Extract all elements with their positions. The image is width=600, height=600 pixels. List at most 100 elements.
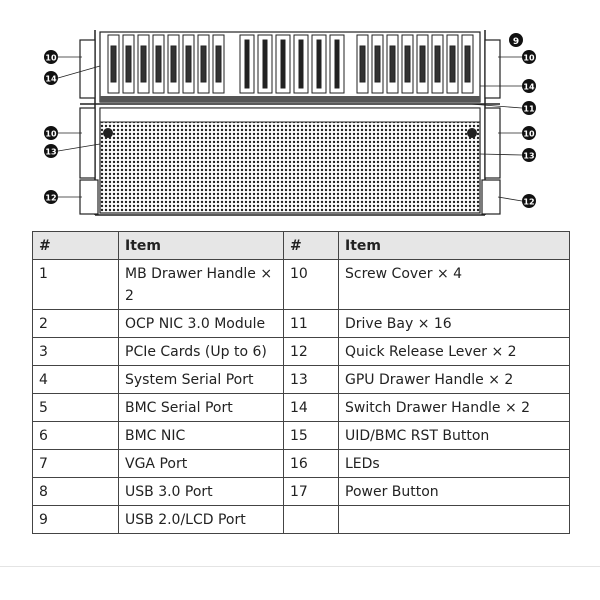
- drive-bay-vent: [200, 45, 207, 83]
- cell-number: 16: [283, 449, 339, 478]
- cell-item: Drive Bay × 16: [338, 309, 570, 338]
- callout-badge: 10: [522, 126, 536, 140]
- drive-bay-vent: [434, 45, 441, 83]
- drive-bay-vent: [140, 45, 147, 83]
- cell-number: 4: [32, 365, 119, 394]
- cell-number: 17: [283, 477, 339, 506]
- callout-badge: 9: [509, 33, 523, 47]
- drive-bays-left: [107, 34, 225, 94]
- pcie-bracket: [280, 39, 286, 89]
- drive-bay-vent: [359, 45, 366, 83]
- callouts: 9 10 10 10 10 14 14 11 13 13 12 12: [44, 33, 536, 208]
- drive-bay-vent: [110, 45, 117, 83]
- table-header-row: # Item # Item: [32, 231, 570, 260]
- svg-text:14: 14: [45, 75, 57, 84]
- callout-badge: 10: [44, 50, 58, 64]
- svg-text:12: 12: [45, 194, 56, 203]
- cell-number: 7: [32, 449, 119, 478]
- cell-item: USB 3.0 Port: [118, 477, 284, 506]
- table-row: 6 BMC NIC 15 UID/BMC RST Button: [32, 421, 570, 450]
- cell-item: UID/BMC RST Button: [338, 421, 570, 450]
- header-item: Item: [338, 231, 570, 260]
- table-row: 7 VGA Port 16 LEDs: [32, 449, 570, 478]
- pcie-bracket: [334, 39, 340, 89]
- cell-item: LEDs: [338, 449, 570, 478]
- cell-item: VGA Port: [118, 449, 284, 478]
- cell-item: Power Button: [338, 477, 570, 506]
- cell-number: 8: [32, 477, 119, 506]
- switch-drawer: [99, 31, 481, 103]
- screw-cover-left: [103, 128, 113, 138]
- component-table: # Item # Item 1 MB Drawer Handle × 2 10 …: [32, 231, 570, 534]
- cell-item: [338, 505, 570, 534]
- callout-badge: 13: [44, 144, 58, 158]
- table-row: 4 System Serial Port 13 GPU Drawer Handl…: [32, 365, 570, 394]
- header-number: #: [283, 231, 339, 260]
- drive-bay-vent: [449, 45, 456, 83]
- leader-lines: [57, 56, 523, 202]
- svg-text:10: 10: [523, 54, 535, 63]
- cell-item: BMC Serial Port: [118, 393, 284, 422]
- server-front-diagram: 9 10 10 10 10 14 14 11 13 13 12 12: [44, 30, 536, 216]
- side-handles: [79, 39, 501, 215]
- cell-number: 13: [283, 365, 339, 394]
- header-number: #: [32, 231, 119, 260]
- callout-badge: 10: [44, 126, 58, 140]
- pcie-bracket: [244, 39, 250, 89]
- drive-bay-vent: [185, 45, 192, 83]
- cell-item: Screw Cover × 4: [338, 259, 570, 310]
- callout-badge: 10: [522, 50, 536, 64]
- callout-badge: 14: [44, 71, 58, 85]
- table-row: 9 USB 2.0/LCD Port: [32, 505, 570, 534]
- svg-text:14: 14: [523, 83, 535, 92]
- cell-number: 14: [283, 393, 339, 422]
- drive-bay-vent: [389, 45, 396, 83]
- header-item: Item: [118, 231, 284, 260]
- cell-item: MB Drawer Handle × 2: [118, 259, 284, 310]
- table-row: 3 PCIe Cards (Up to 6) 12 Quick Release …: [32, 337, 570, 366]
- cell-number: 15: [283, 421, 339, 450]
- svg-text:10: 10: [45, 54, 57, 63]
- cell-number: 12: [283, 337, 339, 366]
- table-row: 2 OCP NIC 3.0 Module 11 Drive Bay × 16: [32, 309, 570, 338]
- drive-bays-right: [356, 34, 474, 94]
- cell-number: 11: [283, 309, 339, 338]
- svg-text:12: 12: [523, 198, 534, 207]
- cell-item: Quick Release Lever × 2: [338, 337, 570, 366]
- page-divider: [0, 566, 600, 567]
- cell-number: 2: [32, 309, 119, 338]
- drive-bay-vent: [170, 45, 177, 83]
- cell-number: 5: [32, 393, 119, 422]
- table-row: 1 MB Drawer Handle × 2 10 Screw Cover × …: [32, 259, 570, 310]
- svg-text:13: 13: [523, 152, 534, 161]
- table-row: 8 USB 3.0 Port 17 Power Button: [32, 477, 570, 506]
- cell-number: [283, 505, 339, 534]
- cell-item: GPU Drawer Handle × 2: [338, 365, 570, 394]
- svg-text:13: 13: [45, 148, 56, 157]
- cell-number: 1: [32, 259, 119, 310]
- svg-text:10: 10: [523, 130, 535, 139]
- drive-bay-vent: [155, 45, 162, 83]
- cell-item: BMC NIC: [118, 421, 284, 450]
- cell-item: USB 2.0/LCD Port: [118, 505, 284, 534]
- pcie-bracket: [262, 39, 268, 89]
- drive-bay-vent: [125, 45, 132, 83]
- callout-badge: 12: [44, 190, 58, 204]
- svg-text:9: 9: [513, 37, 519, 47]
- drive-bay-vent: [374, 45, 381, 83]
- drive-bay-vent: [419, 45, 426, 83]
- cell-number: 9: [32, 505, 119, 534]
- pcie-bracket: [298, 39, 304, 89]
- callout-badge: 13: [522, 148, 536, 162]
- callout-badge: 14: [522, 79, 536, 93]
- cell-number: 6: [32, 421, 119, 450]
- svg-text:11: 11: [523, 105, 535, 114]
- svg-text:10: 10: [45, 130, 57, 139]
- cell-number: 3: [32, 337, 119, 366]
- drive-bay-vent: [464, 45, 471, 83]
- drive-bay-vent: [215, 45, 222, 83]
- cell-number: 10: [283, 259, 339, 310]
- table-row: 5 BMC Serial Port 14 Switch Drawer Handl…: [32, 393, 570, 422]
- pcie-bracket: [316, 39, 322, 89]
- cell-item: Switch Drawer Handle × 2: [338, 393, 570, 422]
